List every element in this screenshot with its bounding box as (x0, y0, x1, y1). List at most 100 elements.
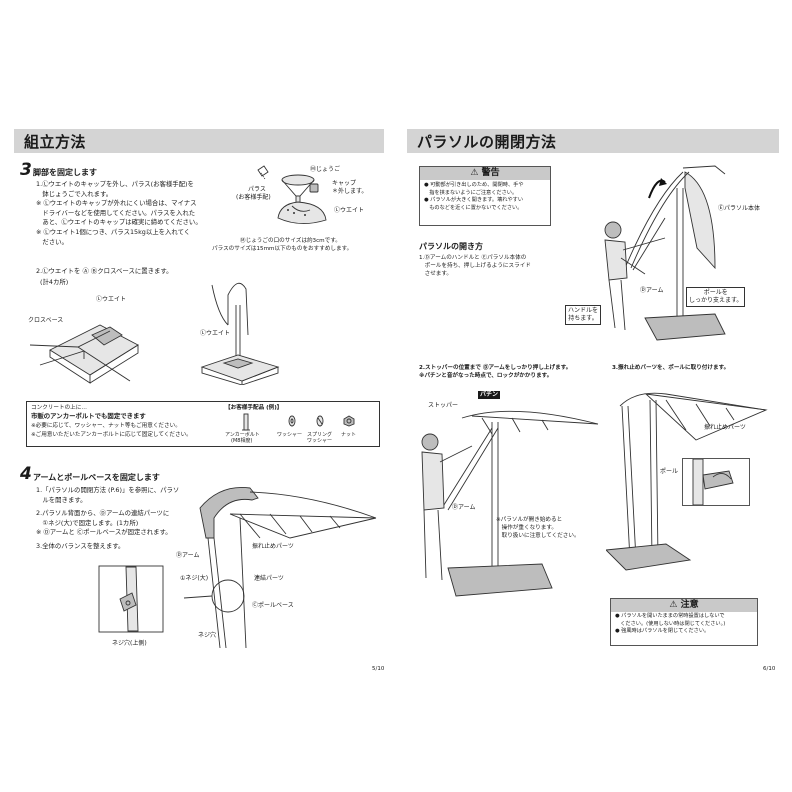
part-spring-washer-sub: ワッシャー (307, 438, 333, 444)
step4-line: 3.全体のバランスを整えます。 (36, 541, 125, 550)
stopper-label-step2: ストッパー (428, 402, 459, 409)
warning-line: ものなどを近くに置かないでください。 (424, 204, 523, 211)
pole-support-callout: ポールを しっかり支えます。 (686, 287, 746, 307)
anchor-bolt-icon (242, 413, 250, 431)
caution-header: ⚠ 注意 (611, 599, 757, 612)
step3-line: ※ Ⓛウエイトのキャップが外れにくい場合は、マイナス (36, 199, 197, 208)
part-anchor-bolt: アンカーボルト (225, 432, 260, 438)
part-spring-washer: スプリング (307, 432, 333, 438)
arm-label-step2: Ⓓアーム (452, 504, 476, 511)
open-title: パラソルの開き方 (419, 242, 483, 251)
right-page-title: パラソルの開閉方法 (417, 133, 557, 151)
weight-label-top: Ⓛウエイト (334, 207, 365, 214)
click-label: パチン (478, 391, 501, 399)
left-page-title: 組立方法 (24, 133, 87, 151)
step3-line: ※ Ⓛウエイト1個につき、パラス15kg以上を入れてく (36, 227, 191, 236)
cap-note-label: ＊外します。 (332, 188, 368, 195)
step3-sub2: 2.Ⓛウエイトを Ⓐ Ⓑクロスベースに置きます。 (36, 267, 173, 275)
caution-icon: ⚠ (669, 600, 678, 610)
stopper-zoom-drawing (692, 459, 734, 505)
handle-callout: ハンドルを 持ちます。 (565, 305, 602, 325)
size-note: パラスのサイズは15mm以下のものをおすすめします。 (212, 246, 353, 252)
concrete-anchor-box: コンクリートの上に… 市販のアンカーボルトでも固定できます ※必要に応じて、ワッ… (26, 401, 380, 447)
step4-line: 2.パラソル背面から、Ⓓアームの連結パーツに (36, 509, 170, 518)
open-step1: 1.Ⓓアームのハンドルと Ⓔパラソル本体の ポールを持ち、押し上げるようにスライ… (419, 254, 531, 278)
arm-label-left: Ⓓアーム (176, 552, 200, 559)
weight-label-b: Ⓛウエイト (200, 330, 231, 337)
screw-hole-label: ネジ穴 (198, 632, 217, 639)
warning-line: ● 可動部が引き出しのため、開閉時、手や (424, 182, 524, 188)
pole-with-weights-illustration (200, 282, 280, 385)
nut-icon (343, 415, 355, 427)
screw-label-left: ①ネジ(大) (180, 575, 209, 582)
open-step3: 3.振れ止めパーツを、ポールに取り付けます。 (612, 365, 730, 371)
jougo-label: Ⓜじょうご (310, 166, 341, 173)
step3-line: あと、Ⓛウエイトのキャップは確実に締めてください。 (36, 218, 202, 227)
left-header-bar: 組立方法 (14, 129, 384, 153)
step2-note-line: 取り扱いに注意してください。 (496, 533, 580, 539)
person-pushing-arm-illustration (421, 410, 599, 597)
open-step2: 2.ストッパーの位置まで Ⓓアームをしっかり押し上げます。 ※パチンと音がなった… (419, 364, 571, 380)
step3-line: 1.Ⓛウエイトのキャップを外し、パラス(お客様手配)を (36, 180, 194, 188)
warning-icon: ⚠ (470, 168, 479, 178)
screw-hole-top-label: ネジ穴(上側) (112, 640, 147, 647)
step2-note-line: 操作が重くなります。 (496, 525, 557, 531)
open-step1-line: させます。 (419, 271, 453, 277)
part-anchor-bolt-sub: (M8相度) (231, 438, 253, 444)
caution-line: ください。(使用しない時は閉じてください。) (615, 620, 726, 627)
step3-sub2-note: (計4カ所) (40, 278, 69, 286)
parts-title: 【お客様手配品 (例)】 (225, 405, 283, 411)
step4-instructions: 1.「パラソルの開閉方法 (P.6)」を参照に、パラソ ルを開きます。 2.パラ… (36, 486, 179, 552)
right-page-number: 6/10 (763, 666, 776, 672)
step4-line: ※ Ⓓアームと Ⓒポールベースが固定されます。 (36, 528, 172, 537)
funnel-ballast-illustration (257, 165, 327, 224)
pole-label-step3: ポール (660, 468, 679, 475)
size-notes: Ⓜじょうごの口のサイズは約3cmです。 パラスのサイズは15mm以下のものをおす… (212, 237, 352, 253)
open-step1-line: ポールを持ち、押し上げるようにスライド (419, 263, 531, 269)
step3-title: 脚部を固定します (33, 168, 97, 177)
step4-title: アームとポールベースを固定します (33, 473, 160, 482)
step3-number: 3 (20, 160, 32, 180)
warning-box: ⚠ 警告 ● 可動部が引き出しのため、開閉時、手や 指を挟まないようにご注意くだ… (419, 166, 551, 226)
ballast-label: パラス (248, 186, 266, 193)
concrete-line: コンクリートの上に… (31, 405, 87, 411)
ballast-note-label: (お客様手配) (236, 194, 271, 201)
spring-washer-icon (316, 415, 324, 427)
caution-line: ● 強風時はパラソルを閉じてください。 (615, 628, 710, 635)
caution-box: ⚠ 注意 ● パラソルを開いたままの常時設置はしないで ください。(使用しない時… (610, 598, 758, 646)
screw-hole-zoom-inset (98, 565, 164, 633)
part-washer: ワッシャー (277, 432, 303, 438)
pole-callout-line: ポールを (703, 289, 728, 296)
left-page-number: 5/10 (372, 666, 385, 672)
warning-line: 指を挟まないようにご注意ください。 (424, 189, 518, 196)
open-step1-line: 1.Ⓓアームのハンドルと Ⓔパラソル本体の (419, 255, 527, 261)
person-opening-parasol-illustration (604, 165, 726, 341)
caution-line: ● パラソルを開いたままの常時設置はしないで (615, 613, 725, 619)
warning-title: 警告 (481, 168, 500, 178)
step3-instructions: 1.Ⓛウエイトのキャップを外し、パラス(お客様手配)を 鉢じょうごで入れます。 … (36, 180, 202, 247)
parasol-body-label: Ⓔパラソル本体 (718, 205, 761, 212)
step4-line: ①ネジ(大)で固定します。(1カ所) (36, 518, 139, 527)
stopper-attach-illustration (606, 392, 768, 571)
cap-label: キャップ (332, 180, 357, 187)
step4-line: ルを開きます。 (36, 495, 87, 504)
pole-base-label: Ⓒポールベース (252, 602, 294, 609)
warning-header: ⚠ 警告 (420, 167, 550, 180)
part-nut: ナット (341, 432, 357, 438)
stopper-label-step3: 振れ止めパーツ (704, 424, 746, 431)
concrete-line: ※ご用意いただいたアンカーボルトに応じて固定してください。 (31, 432, 192, 438)
step2-note-line: ※パラソルが開き始めると (496, 517, 563, 523)
joint-label-left: 連結パーツ (254, 575, 284, 582)
warning-line: ● パラソルが大きく開きます。壊れやすい (424, 197, 524, 204)
pole-callout-line: しっかり支えます。 (689, 297, 743, 304)
open-step2-line: 2.ストッパーの位置まで Ⓓアームをしっかり押し上げます。 (419, 365, 572, 371)
handle-callout-line: 持ちます。 (568, 315, 598, 322)
arm-pole-base-illustration (183, 486, 377, 649)
step3-line: ドライバーなどを使用してください。パラスを入れた (36, 208, 196, 217)
cross-base-label: クロスベース (28, 317, 64, 324)
stopper-label-left: 振れ止めパーツ (252, 543, 294, 550)
step3-line: 鉢じょうごで入れます。 (36, 189, 113, 198)
step4-number: 4 (20, 464, 32, 484)
right-header-bar: パラソルの開閉方法 (407, 129, 779, 153)
handle-callout-line: ハンドルを (568, 307, 599, 314)
